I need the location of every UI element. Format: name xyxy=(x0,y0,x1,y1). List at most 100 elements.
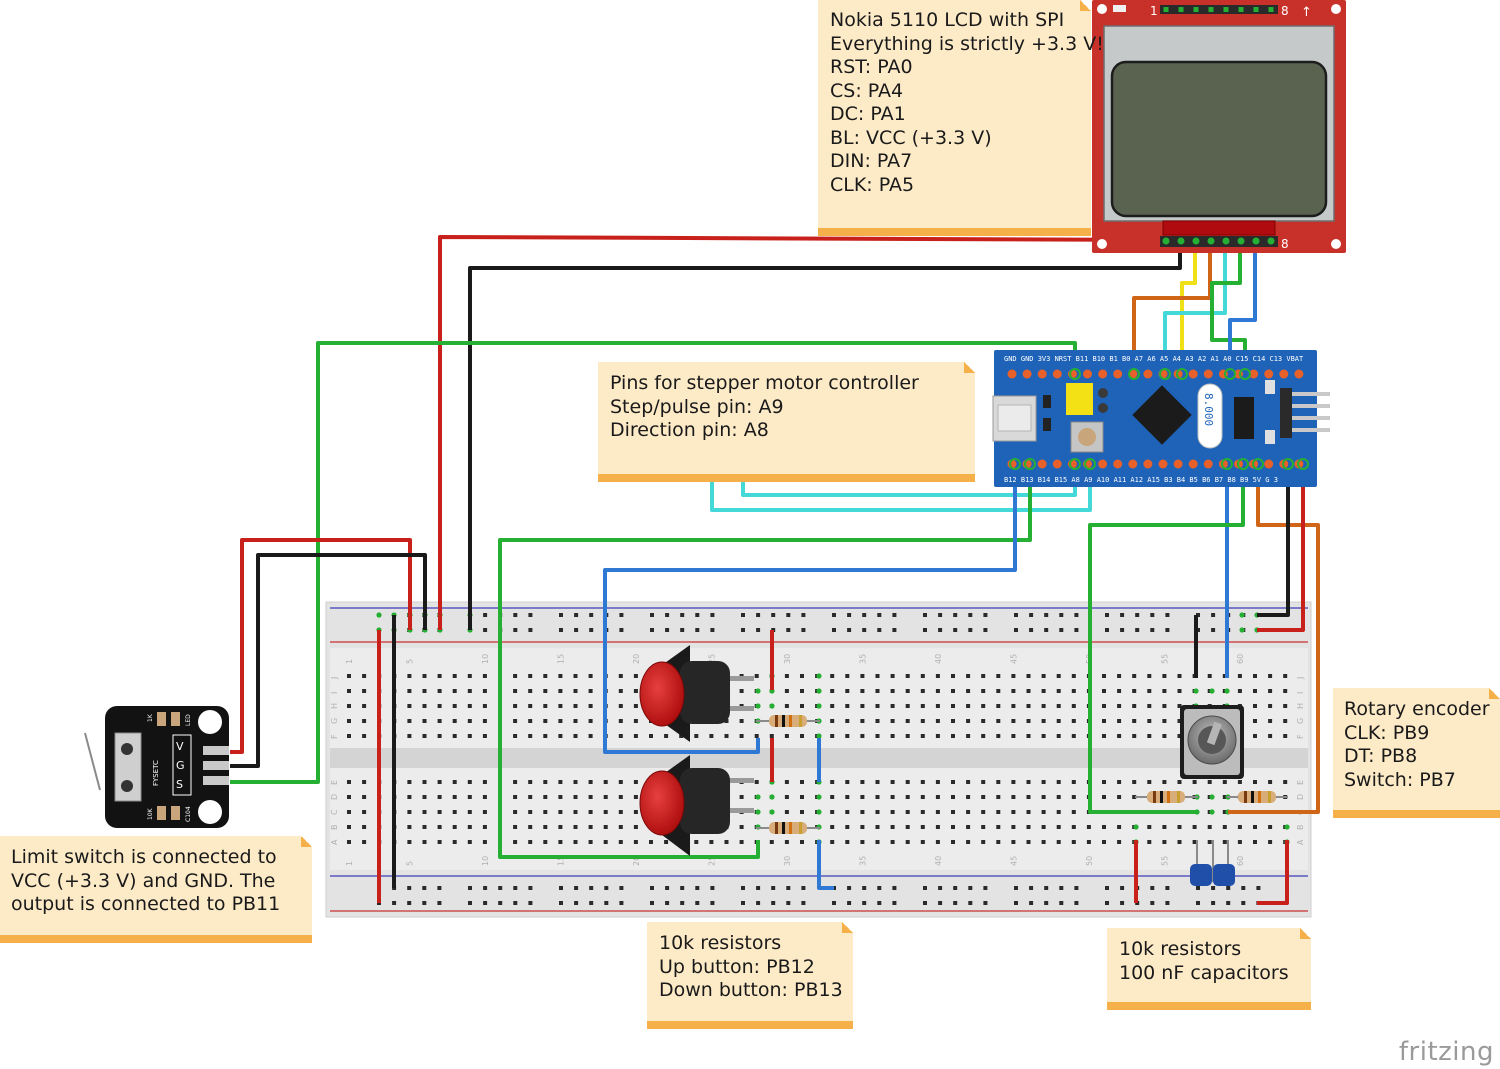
bb-hole xyxy=(543,674,548,678)
bb-col-number-top: 30 xyxy=(783,654,792,664)
lcd-top-pin xyxy=(1223,7,1229,12)
wire-limit-gnd xyxy=(230,553,427,768)
bb-hole xyxy=(951,734,955,738)
bb-hole xyxy=(1041,825,1046,829)
fritzing-logo: fritzing xyxy=(1398,1037,1494,1067)
mcu-used-pin xyxy=(1176,368,1188,380)
bb-hole xyxy=(996,674,1001,678)
bb-hole xyxy=(573,810,578,814)
bb-rail-hole xyxy=(938,628,943,632)
resistor-btn-up xyxy=(756,715,820,727)
mcu-pin xyxy=(1218,459,1228,469)
bb-hole xyxy=(996,689,1001,693)
bb-rail-hole xyxy=(1226,886,1231,890)
bb-hole xyxy=(558,840,563,844)
bb-hole xyxy=(1237,840,1242,844)
bb-col-number-top: 55 xyxy=(1160,654,1169,664)
bb-hole xyxy=(875,810,880,814)
bb-hole xyxy=(1147,780,1152,784)
bb-hole xyxy=(528,840,533,844)
bb-hole xyxy=(1283,674,1288,678)
bb-col-number-bottom: 15 xyxy=(556,856,565,866)
lcd-top-header xyxy=(1160,5,1278,14)
bb-hole xyxy=(1132,704,1137,708)
mcu-chip xyxy=(1132,385,1192,445)
bb-hole xyxy=(513,674,518,678)
mcu-used-pin xyxy=(1237,458,1249,470)
bb-hole xyxy=(1041,674,1046,678)
wire-lcd-dc xyxy=(1163,243,1227,375)
bb-hole xyxy=(1056,840,1061,844)
bb-hole xyxy=(1162,780,1167,784)
bb-hole xyxy=(800,840,804,844)
bb-hole xyxy=(543,719,548,723)
bb-used-hole xyxy=(816,688,822,694)
mcu-used-pin xyxy=(1128,368,1140,380)
bb-rail-hole xyxy=(695,613,700,617)
bb-rail-hole xyxy=(968,886,973,890)
bb-hole xyxy=(905,689,910,693)
bb-hole xyxy=(528,780,533,784)
bb-hole xyxy=(1222,810,1227,814)
bb-hole xyxy=(437,780,442,784)
bb-hole xyxy=(437,840,442,844)
bb-hole xyxy=(860,825,865,829)
bb-rail-hole xyxy=(513,628,518,632)
bb-rail-hole xyxy=(574,901,579,905)
bb-hole xyxy=(1102,674,1106,678)
bb-hole xyxy=(422,719,427,723)
bb-hole xyxy=(347,840,351,844)
bb-used-hole xyxy=(1193,688,1199,694)
bb-hole xyxy=(981,840,986,844)
limit-r2-label: 10K xyxy=(147,807,154,820)
bb-hole xyxy=(1056,810,1061,814)
bb-hole xyxy=(543,780,548,784)
bb-hole xyxy=(784,689,789,693)
mcu-pin xyxy=(1037,459,1047,469)
bb-hole xyxy=(800,704,804,708)
bb-hole xyxy=(1283,689,1288,693)
bb-rail-hole xyxy=(1135,613,1140,617)
bb-hole xyxy=(452,780,457,784)
bb-hole xyxy=(482,704,487,708)
nokia-5110-lcd: 1 8 ↑ 8 xyxy=(1092,0,1346,253)
bb-row-letter: B xyxy=(330,825,339,831)
bb-hole xyxy=(1207,674,1212,678)
bb-hole xyxy=(618,825,623,829)
bb-hole xyxy=(905,674,910,678)
bb-rail-hole xyxy=(1044,886,1049,890)
bb-hole xyxy=(1011,674,1016,678)
bb-hole xyxy=(513,780,518,784)
bb-hole xyxy=(1132,689,1137,693)
mcu-used-pin xyxy=(1084,458,1096,470)
lcd-top-pin xyxy=(1193,7,1199,12)
bb-hole xyxy=(1117,840,1122,844)
bb-hole xyxy=(800,810,804,814)
bb-hole xyxy=(1132,780,1137,784)
mcu-pin-headers xyxy=(1007,368,1309,470)
bb-hole xyxy=(1056,825,1061,829)
bb-hole xyxy=(845,795,850,799)
bb-hole xyxy=(966,734,971,738)
wire-pb13 xyxy=(603,464,1017,754)
wire-limit-vcc xyxy=(230,538,412,754)
bb-hole xyxy=(437,689,442,693)
bb-hole xyxy=(920,795,925,799)
bb-rail-hole xyxy=(528,886,533,890)
bb-rail-hole xyxy=(923,901,927,905)
bb-hole xyxy=(1268,825,1273,829)
bb-rail-hole xyxy=(695,886,700,890)
bb-hole xyxy=(1117,674,1122,678)
bb-hole xyxy=(603,780,608,784)
bb-rail-hole xyxy=(1150,886,1155,890)
bb-hole xyxy=(920,825,925,829)
bb-hole xyxy=(845,780,850,784)
bb-hole xyxy=(422,795,427,799)
bb-used-hole xyxy=(769,703,775,709)
bb-hole xyxy=(1041,795,1046,799)
bb-hole xyxy=(769,840,774,844)
bb-hole xyxy=(724,719,729,723)
bb-hole xyxy=(573,719,578,723)
bb-hole xyxy=(1147,840,1152,844)
